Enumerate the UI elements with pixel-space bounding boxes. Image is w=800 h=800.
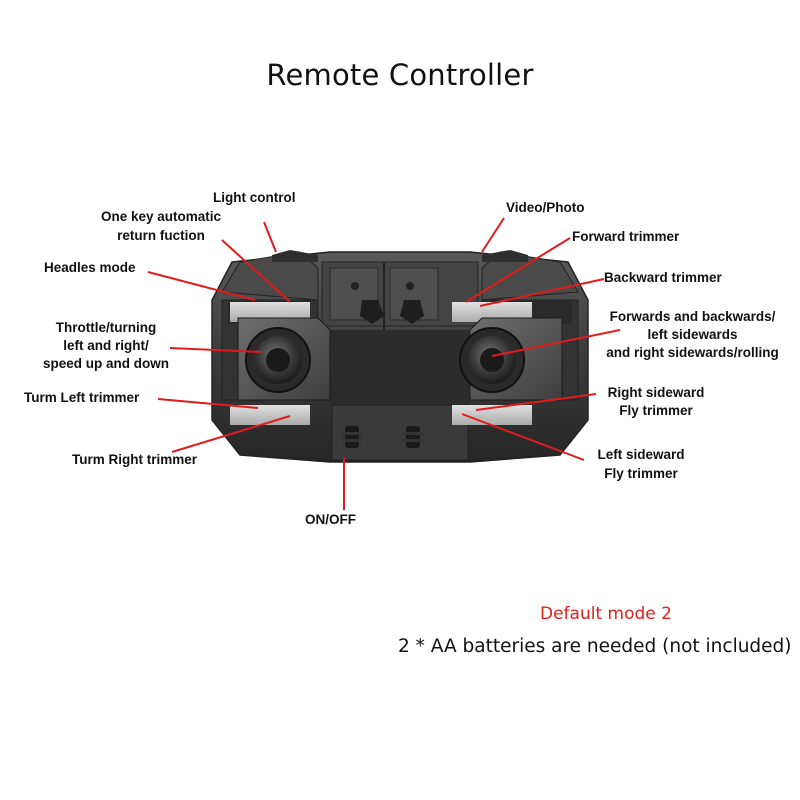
label-turn-right-trimmer: Turm Right trimmer: [72, 452, 198, 467]
label-right-sideward-line2: Fly trimmer: [619, 403, 693, 418]
callout-one-key-return: [221, 239, 291, 303]
label-forward-trimmer: Forward trimmer: [572, 229, 680, 244]
callout-left-sideward: [461, 413, 585, 461]
label-light-control: Light control: [213, 190, 296, 205]
left-joystick[interactable]: [245, 327, 311, 393]
label-video-photo: Video/Photo: [506, 200, 585, 215]
callout-forwards-backwards: [491, 329, 621, 357]
callout-turn-right-trimmer: [171, 415, 291, 453]
callout-light-control: [263, 221, 277, 253]
callout-headless-mode: [147, 271, 256, 301]
label-left-sideward-line2: Fly trimmer: [604, 466, 678, 481]
left-top-led-bar: [230, 302, 310, 322]
page-title: Remote Controller: [266, 58, 534, 92]
label-throttle-line1: Throttle/turning: [55, 320, 157, 335]
callout-lines: [147, 217, 621, 510]
on-off-knob[interactable]: [342, 426, 362, 448]
label-one-key-return-line2: return fuction: [117, 228, 205, 243]
default-mode-note: Default mode 2: [540, 604, 672, 624]
callout-backward-trimmer: [479, 278, 605, 307]
label-throttle-line2: left and right/: [63, 338, 149, 353]
secondary-knob[interactable]: [403, 426, 423, 448]
label-fwd-back-line1: Forwards and backwards/: [609, 309, 776, 324]
right-bottom-led-bar: [452, 405, 532, 425]
callout-throttle: [169, 347, 263, 353]
callout-right-sideward: [475, 393, 597, 411]
label-left-sideward-line1: Left sideward: [597, 447, 685, 462]
batteries-note: 2 * AA batteries are needed (not include…: [398, 636, 792, 657]
right-top-led-bar: [452, 302, 532, 322]
label-backward-trimmer: Backward trimmer: [604, 270, 722, 285]
label-on-off: ON/OFF: [305, 512, 356, 527]
label-fwd-back-line3: and right sidewards/rolling: [606, 345, 779, 360]
right-joystick[interactable]: [459, 327, 525, 393]
label-one-key-return-line1: One key automatic: [100, 209, 222, 224]
label-headless-mode: Headles mode: [44, 260, 136, 275]
label-throttle-line3: speed up and down: [42, 356, 169, 371]
label-right-sideward-line1: Right sideward: [607, 385, 705, 400]
label-fwd-back-line2: left sidewards: [647, 327, 738, 342]
left-bottom-led-bar: [230, 405, 310, 425]
callout-forward-trimmer: [465, 237, 571, 303]
callout-video-photo: [481, 217, 505, 253]
label-turn-left-trimmer: Turm Left trimmer: [24, 390, 140, 405]
callout-turn-left-trimmer: [157, 398, 259, 409]
